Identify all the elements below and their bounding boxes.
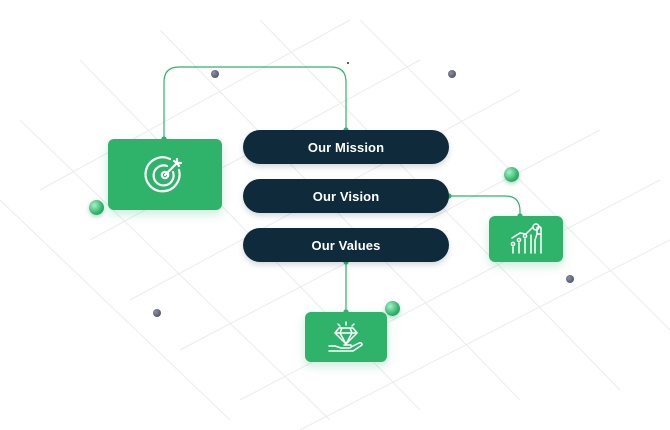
mission-pill: Our Mission <box>243 130 449 164</box>
mission-icon-card <box>108 139 222 210</box>
diamond-hand-icon <box>328 321 363 352</box>
connector-vision-to-growth <box>449 195 521 216</box>
speck <box>347 62 349 64</box>
decor-dot-gray <box>153 309 161 317</box>
decor-dot-gray <box>211 70 219 78</box>
decor-dot-gray <box>566 275 574 283</box>
vision-icon-card <box>489 216 563 262</box>
grid-lines <box>0 19 670 430</box>
decor-dot-green <box>89 200 104 215</box>
values-pill: Our Values <box>243 228 449 262</box>
decor-dot-green <box>504 167 519 182</box>
values-icon-card <box>305 312 387 362</box>
growth-chart-icon <box>510 223 542 254</box>
connector-target-to-mission <box>163 66 347 139</box>
vision-pill: Our Vision <box>243 179 449 213</box>
target-icon <box>144 155 183 192</box>
decor-dot-gray <box>448 70 456 78</box>
decor-dot-green <box>385 301 400 316</box>
